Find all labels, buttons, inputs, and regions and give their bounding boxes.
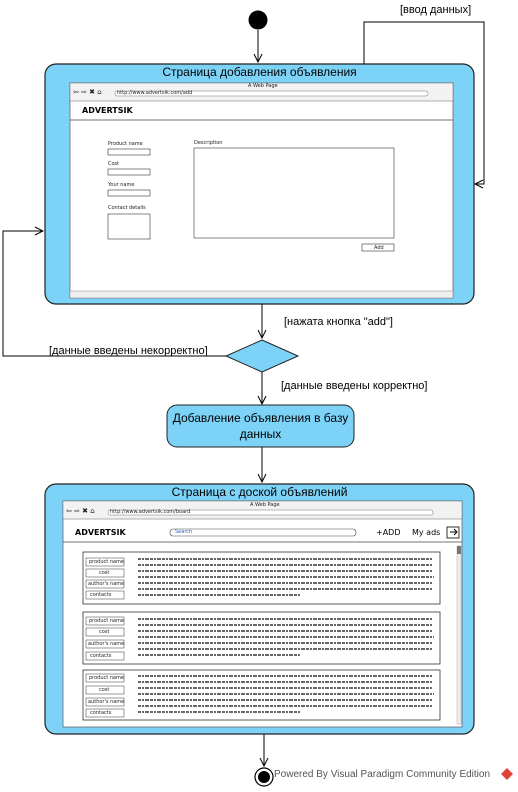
flow-incorrect <box>2 231 226 357</box>
contact-details-input[interactable] <box>107 213 151 240</box>
ad-card-field-box <box>85 590 125 600</box>
board-nav-icons: ⇦ ⇨ ✖ ⌂ <box>66 507 95 515</box>
ad-card-field-box <box>85 651 125 661</box>
description-label: Description <box>194 140 223 146</box>
decision-node <box>224 339 300 373</box>
ad-card-field-box <box>85 557 125 567</box>
ad-card-field-box <box>85 579 125 589</box>
add-button[interactable] <box>361 243 395 252</box>
ad-card-frame <box>82 669 441 721</box>
card2-field-cost: cost <box>99 629 110 635</box>
nav-myads-link[interactable]: My ads <box>412 528 441 537</box>
add-button-label: Add <box>374 245 384 251</box>
field-label-cost: Cost <box>108 161 120 167</box>
ad-card-field-box <box>85 639 125 649</box>
ad-card-field-box <box>85 685 125 695</box>
action-add-to-db <box>166 404 355 448</box>
ad-card-field-box <box>85 697 125 707</box>
search-placeholder: Search <box>175 529 193 535</box>
ad-card-field-box <box>85 673 125 683</box>
add-url: http://www.advertsik.com/add <box>117 90 193 96</box>
state-add-title: Страница добавления объявления <box>162 65 357 79</box>
add-nav-icons: ⇦ ⇨ ✖ ⌂ <box>73 88 102 96</box>
card1-field-contacts: contacts <box>90 592 112 598</box>
add-page-urlbar[interactable] <box>114 90 429 97</box>
card2-field-contacts: contacts <box>90 653 112 659</box>
product-name-input[interactable] <box>107 148 151 156</box>
card2-field-author: author's name <box>88 641 125 647</box>
guard-incorrect: [данные введены некорректно] <box>49 345 208 357</box>
ad-card-2[interactable] <box>82 611 441 665</box>
final-node <box>258 771 270 783</box>
guard-correct: [данные введены корректно] <box>281 380 428 392</box>
card1-field-author: author's name <box>88 581 125 587</box>
your-name-input[interactable] <box>107 189 151 197</box>
card3-field-author: author's name <box>88 699 125 705</box>
card3-field-contacts: contacts <box>90 710 112 716</box>
add-page-statusbar <box>69 290 454 299</box>
ad-card-field-box <box>85 708 125 718</box>
board-scrollbar-thumb[interactable] <box>457 546 461 554</box>
field-label-contact-details: Contact details <box>108 205 146 211</box>
card2-field-product-name: product name <box>89 618 124 624</box>
logout-arrow-icon <box>450 528 458 536</box>
cost-input[interactable] <box>107 168 151 176</box>
field-label-your-name: Your name <box>108 182 135 188</box>
card3-field-cost: cost <box>99 687 110 693</box>
search-input[interactable] <box>169 528 357 537</box>
add-window-caption: A Web Page <box>248 83 278 89</box>
add-brand: ADVERTSIK <box>82 106 133 115</box>
board-page-urlbar[interactable] <box>107 509 434 516</box>
footer-credit: Powered By Visual Paradigm Community Edi… <box>274 769 491 780</box>
ad-card-field-box <box>85 568 125 578</box>
state-board-title: Страница с доской объявлений <box>171 485 348 499</box>
board-scrollbar[interactable] <box>456 545 462 725</box>
card1-field-cost: cost <box>99 570 110 576</box>
card1-field-product-name: product name <box>89 559 124 565</box>
card3-field-product-name: product name <box>89 675 124 681</box>
board-url: http://www.advertsik.com/board <box>110 509 191 515</box>
nav-add-link[interactable]: +ADD <box>376 528 401 537</box>
board-window-caption: A Web Page <box>250 502 280 508</box>
ad-card-field-box <box>85 616 125 626</box>
vp-logo-icon <box>501 768 513 780</box>
action-add-to-db-label: Добавление объявления в базу данных <box>172 411 349 441</box>
board-brand: ADVERTSIK <box>75 528 126 537</box>
initial-node <box>248 10 268 30</box>
guard-add-clicked: [нажата кнопка "add"] <box>284 316 393 328</box>
ad-card-field-box <box>85 627 125 637</box>
description-textarea[interactable] <box>193 147 395 239</box>
guard-input: [ввод данных] <box>400 4 472 16</box>
field-label-product-name: Product name <box>108 141 143 147</box>
ad-card-3[interactable] <box>82 669 441 721</box>
